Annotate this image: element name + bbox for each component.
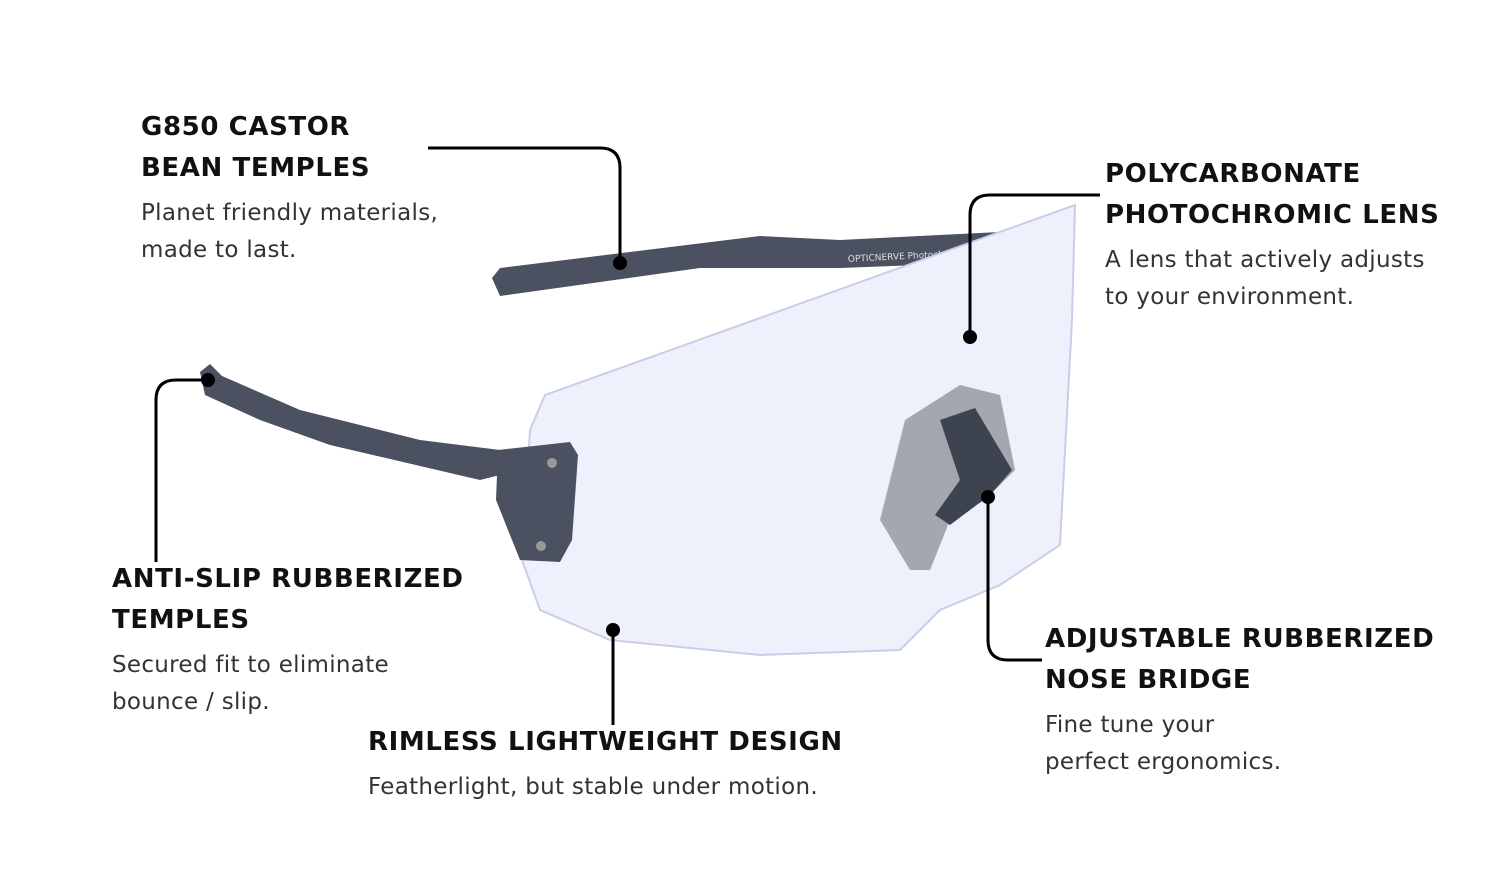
callout-nose: ADJUSTABLE RUBBERIZED NOSE BRIDGE Fine t… [1045,619,1434,781]
leader-lines [154,146,1100,725]
callout-antislip: ANTI-SLIP RUBBERIZED TEMPLES Secured fit… [112,559,464,721]
callout-lens: POLYCARBONATE PHOTOCHROMIC LENS A lens t… [1105,154,1439,316]
callout-title: RIMLESS LIGHTWEIGHT DESIGN [368,727,843,757]
callout-rimless: RIMLESS LIGHTWEIGHT DESIGN Featherlight,… [368,722,843,806]
hinge [496,442,578,562]
callout-desc: Featherlight, but stable under motion. [368,774,818,800]
near-temple [200,364,520,480]
far-temple [492,232,1030,296]
brand-logo-icon [468,480,496,512]
callout-title: POLYCARBONATE PHOTOCHROMIC LENS [1105,159,1440,230]
callout-desc: Fine tune your perfect ergonomics. [1045,712,1282,775]
callout-desc: A lens that actively adjusts to your env… [1105,247,1425,310]
callout-title: ADJUSTABLE RUBBERIZED NOSE BRIDGE [1045,624,1435,695]
callout-title: ANTI-SLIP RUBBERIZED TEMPLES [112,564,464,635]
callout-desc: Planet friendly materials, made to last. [141,200,439,263]
callout-temples: G850 CASTOR BEAN TEMPLES Planet friendly… [141,107,438,269]
callout-title: G850 CASTOR BEAN TEMPLES [141,112,371,183]
callout-desc: Secured fit to eliminate bounce / slip. [112,652,389,715]
